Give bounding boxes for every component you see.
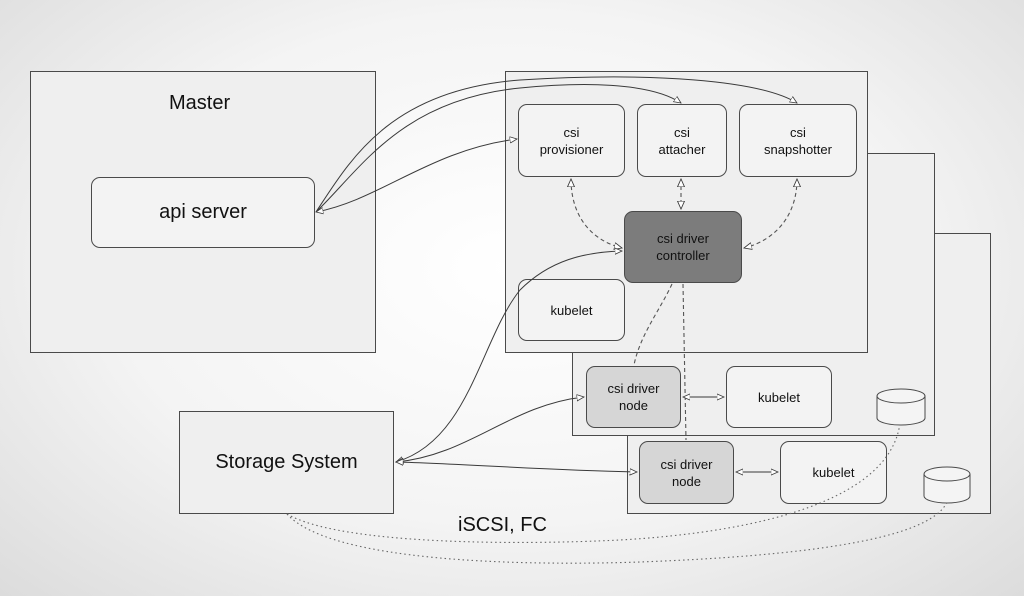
storage-to-node2-line bbox=[396, 462, 637, 472]
csi-snapshotter-box: csi snapshotter bbox=[739, 104, 857, 177]
master-title: Master bbox=[169, 92, 231, 114]
storage-system-label: Storage System bbox=[215, 451, 358, 473]
csi-driver-controller-box: csi driver controller bbox=[624, 211, 742, 283]
csi-driver-node-box-2: csi driver node bbox=[639, 441, 734, 504]
csi-provisioner-box: csi provisioner bbox=[518, 104, 625, 177]
storage-to-node1-line bbox=[396, 397, 584, 462]
iscsi-fc-label: iSCSI, FC bbox=[458, 514, 547, 536]
api-server-box: api server bbox=[91, 177, 315, 248]
storage-system-box: Storage System bbox=[179, 411, 394, 514]
kubelet-box-node-2: kubelet bbox=[780, 441, 887, 504]
csi-driver-node-box-1: csi driver node bbox=[586, 366, 681, 428]
kubelet-box-node-1: kubelet bbox=[726, 366, 832, 428]
kubelet-box-controller: kubelet bbox=[518, 279, 625, 341]
csi-attacher-box: csi attacher bbox=[637, 104, 727, 177]
